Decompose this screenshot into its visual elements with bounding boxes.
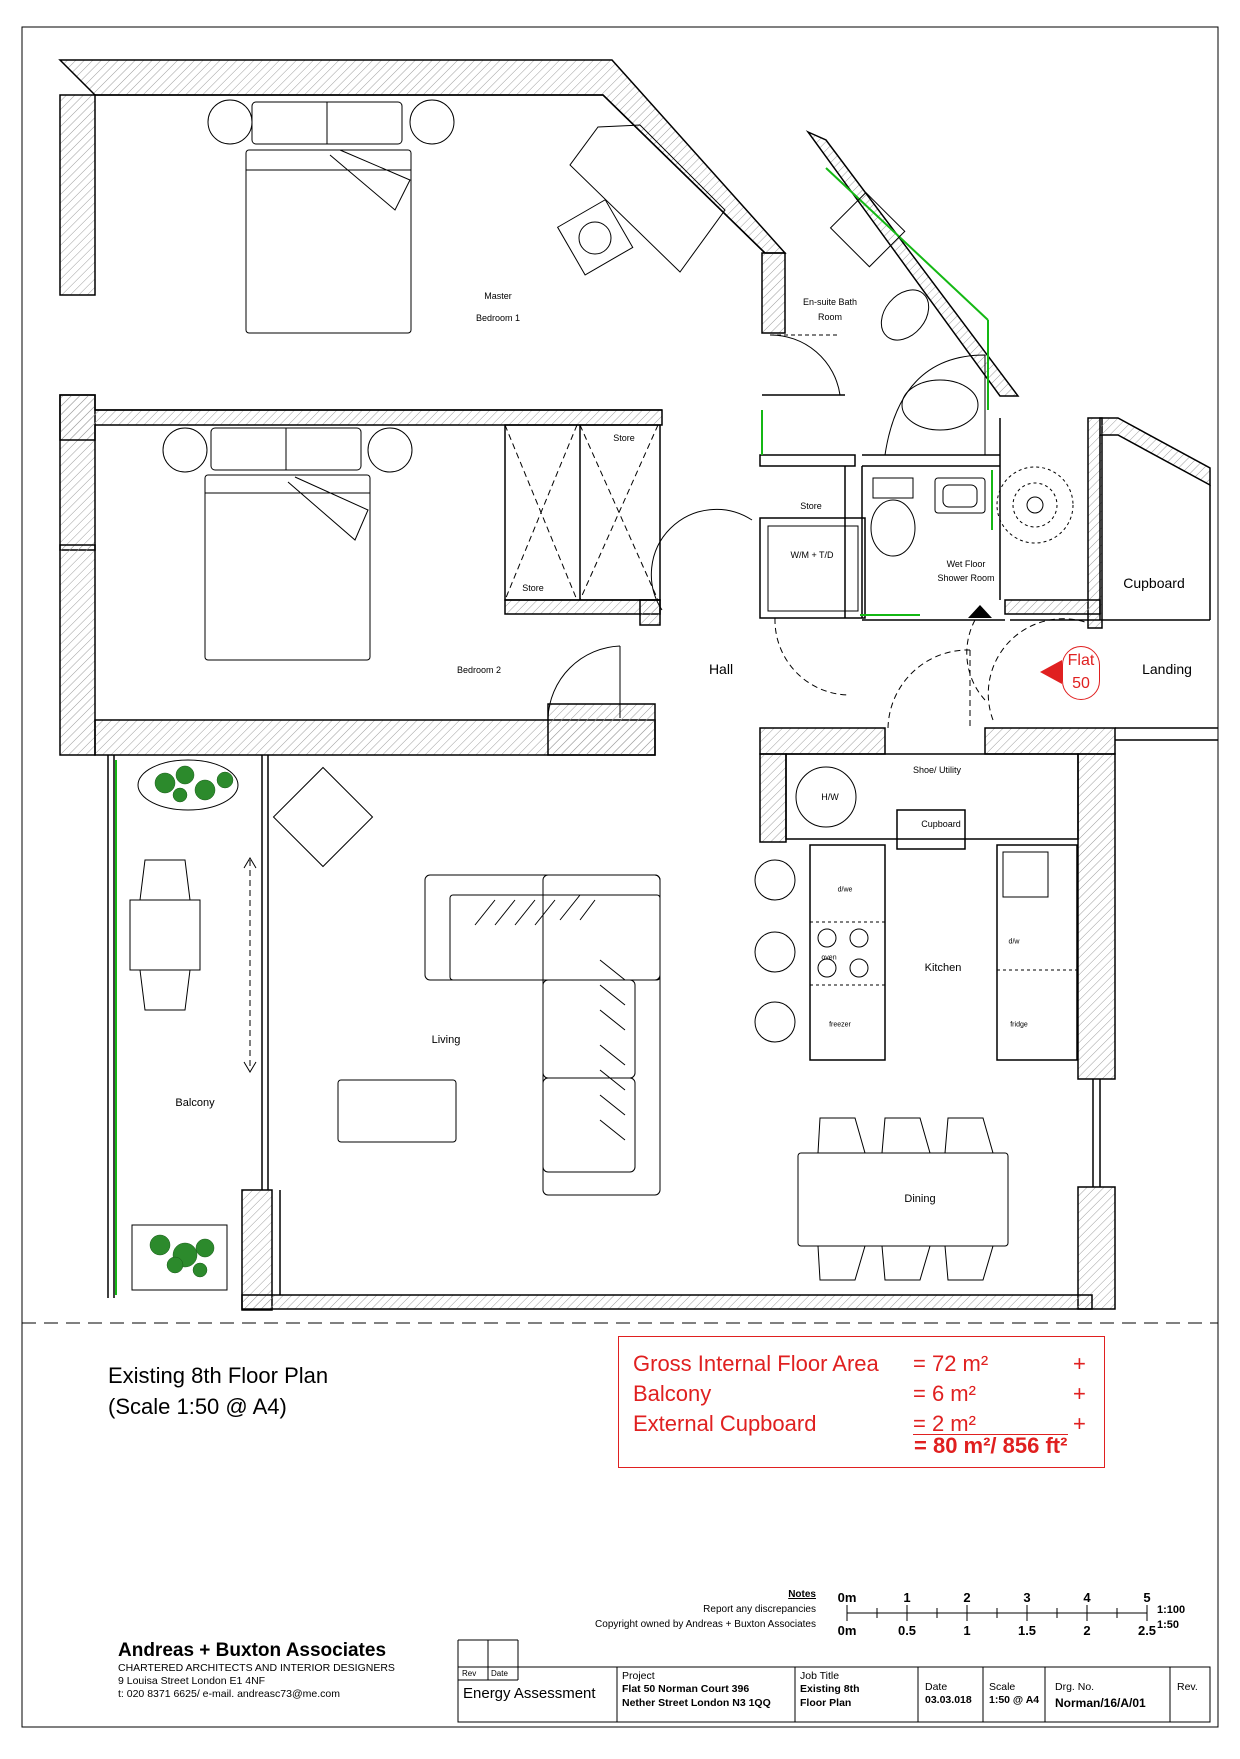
tb-project-label: Project [622,1670,655,1682]
room-label-wetroom: Wet Floor [946,559,986,569]
tb-job-line1: Existing 8th [800,1683,860,1695]
internal-partitions [95,94,1218,1298]
room-label-store-1: Store [613,433,635,443]
green-markings [115,167,993,1295]
tb-date-value: 03.03.018 [925,1694,972,1706]
appliance-label-oven: oven [821,954,837,962]
firm-contact: t: 020 8371 6625/ e-mail. andreasc73@me.… [118,1688,340,1700]
scale-tick-label-bottom: 0m [837,1623,857,1638]
room-label-utility: Shoe/ Utility [912,765,962,775]
tb-job-label: Job Title [800,1670,840,1682]
firm-name: Andreas + Buxton Associates [118,1640,387,1661]
door-swings [547,334,1086,729]
plan-title: Existing 8th Floor Plan (Scale 1:50 @ A4… [108,1360,328,1422]
tb-job-line2: Floor Plan [800,1697,852,1709]
area-value: = 2 m² [913,1411,976,1436]
scale-tick-label-bottom: 0.5 [897,1623,917,1638]
outer-border [21,26,1219,1728]
area-label: External Cupboard [633,1411,817,1436]
flat-tag-line1: Flat [1067,652,1095,669]
scale-tick-label-bottom: 2 [1083,1623,1091,1638]
scale-tick-label-bottom: 2.5 [1137,1623,1157,1638]
scale-ratio-bottom: 1:50 [1157,1619,1180,1631]
tb-drg-value: Norman/16/A/01 [1055,1696,1146,1710]
room-label-ensuite-room: Room [817,312,843,322]
appliance-label-dw: d/w [1008,938,1020,946]
title-block-grid [457,1639,1211,1723]
scale-tick-label-top: 2 [963,1590,971,1605]
tb-rev-label: Rev [462,1669,477,1678]
sofa-cushions [474,894,626,1141]
appliance-label-dwe: d/we [837,886,853,894]
notes-block: Notes Report any discrepancies Copyright… [595,1587,816,1632]
area-value: = 6 m² [913,1381,976,1406]
room-label-landing: Landing [1142,661,1192,677]
firm-address: 9 Louisa Street London E1 4NF [118,1675,266,1687]
area-label: Gross Internal Floor Area [633,1351,879,1376]
area-plus: + [1073,1411,1086,1436]
scale-tick-label-top: 3 [1023,1590,1031,1605]
area-plus: + [1073,1351,1086,1376]
tb-scale-head: Scale [989,1681,1016,1693]
room-label-ensuite: En-suite Bath [802,297,858,307]
scale-ratio-top: 1:100 [1157,1604,1186,1616]
appliance-label-fridge: fridge [1010,1021,1028,1029]
tb-scale-value: 1:50 @ A4 [989,1694,1040,1706]
tb-drg-head: Drg. No. [1055,1681,1095,1693]
room-label-living: Living [431,1034,461,1046]
tb-date-label: Date [491,1669,508,1678]
tb-client: Energy Assessment [463,1685,596,1702]
room-label-shower: Shower Room [937,573,995,583]
room-label-store-3: Store [800,501,822,511]
room-label-kitchen: Kitchen [924,962,962,974]
entry-arrow [968,605,992,618]
room-label-dining: Dining [904,1193,936,1205]
room-label-cupboard-ext: Cupboard [1123,575,1185,591]
firm-tagline: CHARTERED ARCHITECTS AND INTERIOR DESIGN… [118,1662,395,1674]
scale-tick-label-bottom: 1.5 [1017,1623,1037,1638]
room-label-bedroom2: Bedroom 2 [456,665,502,675]
room-label-balcony: Balcony [175,1097,215,1109]
tb-date-head: Date [925,1681,948,1693]
area-label: Balcony [633,1381,712,1406]
scale-tick-label-top: 4 [1083,1590,1091,1605]
area-total-rule [913,1434,1068,1435]
area-plus: + [1073,1381,1086,1406]
flat-number-tag: Flat 50 [1062,646,1100,700]
room-label-cupboard-int: Cupboard [921,819,961,829]
area-total: = 80 m²/ 856 ft² [914,1433,1068,1458]
notes-line2: Copyright owned by Andreas + Buxton Asso… [595,1619,816,1630]
furniture [129,99,1077,1291]
room-label-master: Master [484,291,512,301]
room-label-hall: Hall [708,661,734,677]
scale-tick-label-top: 0m [837,1590,857,1605]
scale-tick-label-top: 5 [1143,1590,1151,1605]
plant-foliage [149,765,234,1278]
flat-tag-line2: 50 [1072,675,1090,692]
notes-heading: Notes [788,1589,816,1600]
tb-rev-head: Rev. [1177,1681,1198,1693]
scale-tick-label-bottom: 1 [963,1623,971,1638]
plan-title-line1: Existing 8th Floor Plan [108,1363,329,1388]
room-label-hw: H/W [821,792,839,802]
area-schedule: Gross Internal Floor Area = 72 m² + Balc… [618,1336,1105,1468]
tb-project-line1: Flat 50 Norman Court 396 [622,1683,750,1695]
room-label-bedroom1: Bedroom 1 [475,313,521,323]
plan-title-line2: (Scale 1:50 @ A4) [108,1394,287,1419]
area-value: = 72 m² [913,1351,989,1376]
room-label-store-2: Store [522,583,544,593]
appliance-label-freezer: freezer [829,1021,851,1029]
firm-block: Andreas + Buxton Associates CHARTERED AR… [118,1640,395,1701]
scale-tick-label-top: 1 [903,1590,911,1605]
notes-line1: Report any discrepancies [703,1604,816,1615]
tb-project-line2: Nether Street London N3 1QQ [622,1697,771,1709]
room-label-wm: W/M + T/D [790,550,834,560]
flat-pointer-icon [1040,660,1062,684]
